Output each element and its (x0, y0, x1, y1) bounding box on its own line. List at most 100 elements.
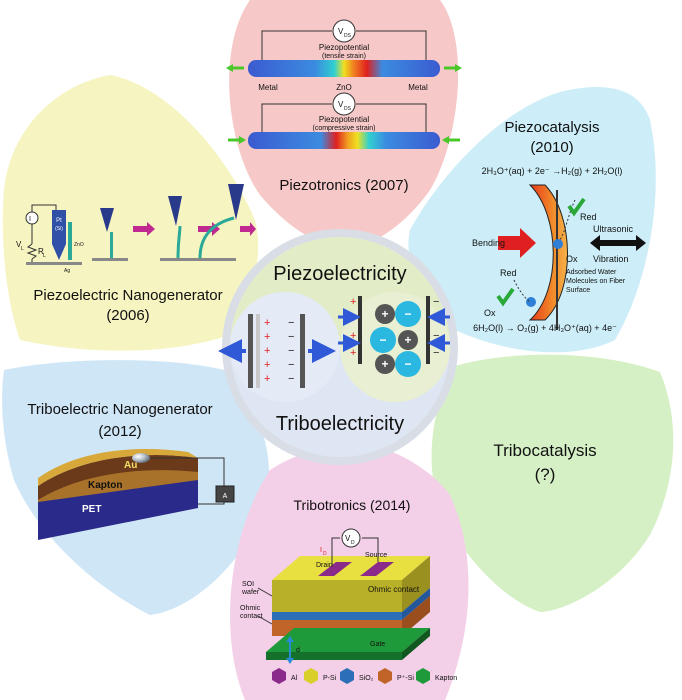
vibration-label: Vibration (593, 254, 628, 264)
tribo-nanogenerator-illustration (38, 449, 235, 540)
id-label: I (320, 547, 322, 554)
plus-sign: + (350, 330, 356, 342)
piezocatalysis-petal (408, 87, 656, 353)
legend-label-al: Al (291, 675, 298, 682)
piezotronics-title: Piezotronics (2007) (279, 177, 408, 194)
tensile-label-2: (tensile strain) (322, 53, 366, 60)
d-label: d (296, 647, 300, 654)
tribotronics-illustration (257, 528, 430, 664)
tribo-charge-illustration (218, 314, 336, 388)
legend-label-sio2: SiO₂ (359, 675, 374, 682)
piezo-nanogenerator-petal (2, 75, 259, 351)
piezotronics-illustration (226, 19, 462, 149)
tribocatalysis-title-1: Tribocatalysis (493, 441, 596, 460)
ohmic-contact-top-label: Ohmic contact (368, 585, 420, 594)
legend-label-psi: P-Si (323, 675, 337, 682)
zno-label: ZnO (74, 242, 84, 248)
piezocatalysis-illustration (496, 184, 646, 330)
minus-sign: − (404, 357, 411, 371)
voltmeter-icon (341, 528, 361, 548)
piezo-nanogenerator-illustration (25, 184, 256, 265)
minus-sign: − (433, 313, 439, 325)
adsorbed-label-1: Adsorbed Water (566, 269, 617, 276)
piezocatalysis-equation-bottom: 6H₂O(l) → O₂(g) + 4H₃O⁺(aq) + 4e⁻ (473, 323, 617, 333)
resistor-icon (26, 243, 38, 260)
vd-label: V (345, 534, 351, 543)
minus-sign: − (288, 317, 294, 329)
tribo-nanogenerator-title-2: (2012) (98, 423, 141, 440)
minus-sign: − (404, 307, 411, 321)
tribotronics-title: Tribotronics (2014) (294, 497, 411, 513)
vds-subscript: DS (344, 106, 352, 112)
vd-subscript: D (351, 540, 355, 546)
rl-label: R (38, 247, 44, 256)
tribotronics-legend: Al P-Si SiO₂ P⁺-Si Kapton (272, 668, 457, 684)
soi-label-1: SOI (242, 581, 254, 588)
plus-sign: + (264, 317, 270, 329)
legend-swatch-kapton (416, 668, 430, 684)
center-bottom-label: Triboelectricity (276, 413, 404, 435)
ox-mid-label: Ox (566, 254, 578, 264)
ammeter-icon (25, 211, 39, 225)
adsorbed-label-3: Surface (566, 287, 590, 294)
plus-sign: + (264, 345, 270, 357)
ox-bottom-label: Ox (484, 308, 496, 318)
pt-label: Pt (56, 218, 62, 224)
legend-swatch-psi (304, 668, 318, 684)
checkmark-icon (496, 287, 515, 307)
legend-swatch-p-plus-si (378, 668, 392, 684)
plus-sign: + (381, 307, 388, 321)
minus-sign: − (433, 330, 439, 342)
plus-sign: + (264, 359, 270, 371)
legend-label-p-plus-si: P⁺-Si (397, 675, 414, 682)
tribo-nanogenerator-title-1: Triboelectric Nanogenerator (27, 401, 212, 418)
piezocatalysis-title-2: (2010) (530, 139, 573, 156)
ohmic-label-2: contact (240, 613, 263, 620)
arrow-icon (147, 222, 155, 236)
plus-sign: + (350, 296, 356, 308)
kapton-label: Kapton (88, 480, 122, 491)
minus-sign: − (288, 331, 294, 343)
piezo-nanogenerator-title-2: (2006) (106, 307, 149, 324)
zno-nanowire-tensile (248, 60, 440, 77)
red-bottom-label: Red (500, 268, 517, 278)
compressive-label-1: Piezopotential (319, 115, 369, 124)
piezocatalysis-title-1: Piezocatalysis (504, 119, 599, 136)
minus-sign: − (433, 296, 439, 308)
voltmeter-icon (332, 92, 356, 116)
drain-label: Drain (316, 562, 333, 569)
meter-label: A (223, 493, 228, 500)
legend-swatch-sio2 (340, 668, 354, 684)
si-label: (Si) (55, 226, 63, 232)
plus-sign: + (264, 373, 270, 385)
piezocatalysis-equation-top: 2H₃O⁺(aq) + 2e⁻ →H₂(g) + 2H₂O(l) (482, 166, 623, 176)
zno-label: ZnO (336, 83, 352, 92)
checkmark-icon (567, 197, 586, 217)
plus-sign: + (381, 357, 388, 371)
plus-sign: + (350, 347, 356, 359)
ultrasonic-label: Ultrasonic (593, 224, 634, 234)
vds-label: V (338, 100, 344, 109)
vl-label: V (16, 240, 22, 249)
au-label: Au (124, 460, 137, 471)
legend-label-kapton: Kapton (435, 675, 457, 682)
vds-label: V (338, 27, 344, 36)
tribocatalysis-petal (431, 354, 674, 612)
vds-subscript: DS (344, 33, 352, 39)
plus-sign: + (264, 331, 270, 343)
id-subscript: D (323, 551, 327, 557)
bending-label: Bending (472, 238, 505, 248)
plus-sign: + (404, 333, 411, 347)
red-top-label: Red (580, 212, 597, 222)
minus-sign: − (288, 373, 294, 385)
arrow-icon (520, 228, 536, 258)
rl-subscript: L (43, 253, 46, 259)
tensile-label-1: Piezopotential (319, 43, 369, 52)
compressive-label-2: (compressive strain) (312, 125, 375, 132)
minus-sign: − (433, 347, 439, 359)
gate-label: Gate (370, 641, 385, 648)
zno-nanowire-compressive (248, 132, 440, 149)
metal-left-label: Metal (258, 83, 278, 92)
vl-subscript: L (21, 246, 24, 252)
